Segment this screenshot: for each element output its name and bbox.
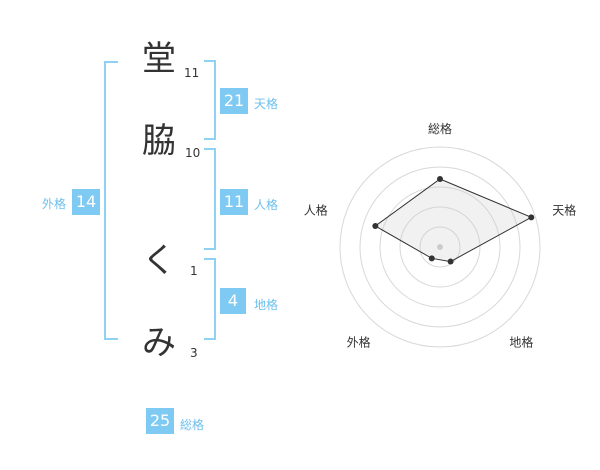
jinkaku-label: 人格 <box>254 198 279 212</box>
tenkaku-label: 天格 <box>254 97 279 111</box>
name-char-1: 堂 <box>142 39 176 79</box>
radar-point-2 <box>528 214 535 221</box>
radar-axis-label-1: 総格 <box>428 121 452 136</box>
radar-ring-4 <box>359 166 521 328</box>
radar-data-polygon <box>374 178 533 263</box>
jinkaku-badge: 11 <box>220 189 248 215</box>
gaikaku-badge: 14 <box>72 189 100 215</box>
radar-axis-label-2: 天格 <box>552 203 576 218</box>
gaikaku-bracket <box>104 61 118 340</box>
radar-ring-5 <box>339 146 541 348</box>
jinkaku-bracket <box>204 148 216 250</box>
gaikaku-label: 外格 <box>42 197 67 211</box>
radar-ring-3 <box>379 186 501 308</box>
name-char-2: 脇 <box>142 121 176 161</box>
soukaku-badge: 25 <box>146 408 174 434</box>
name-char-4: み <box>142 323 176 363</box>
radar-point-4 <box>428 255 435 262</box>
radar-center-marker <box>437 244 443 250</box>
radar-ring-1 <box>419 226 461 268</box>
radar-point-5 <box>372 222 379 229</box>
soukaku-label: 総格 <box>180 418 205 432</box>
radar-point-3 <box>447 258 454 265</box>
tenkaku-badge: 21 <box>220 88 248 114</box>
chikaku-label: 地格 <box>254 298 279 312</box>
radar-ring-2 <box>399 206 481 288</box>
stroke-count-1: 11 <box>184 66 200 80</box>
radar-axis-label-4: 外格 <box>347 334 371 349</box>
chikaku-badge: 4 <box>220 288 246 314</box>
radar-point-1 <box>437 176 443 182</box>
stroke-count-3: 1 <box>190 264 198 278</box>
radar-axis-label-3: 地格 <box>509 334 533 349</box>
tenkaku-bracket <box>204 60 216 140</box>
radar-axis-label-5: 人格 <box>304 203 328 218</box>
stroke-count-2: 10 <box>185 146 201 160</box>
stroke-count-4: 3 <box>190 346 198 360</box>
name-char-3: く <box>142 241 176 281</box>
chikaku-bracket <box>204 258 216 340</box>
